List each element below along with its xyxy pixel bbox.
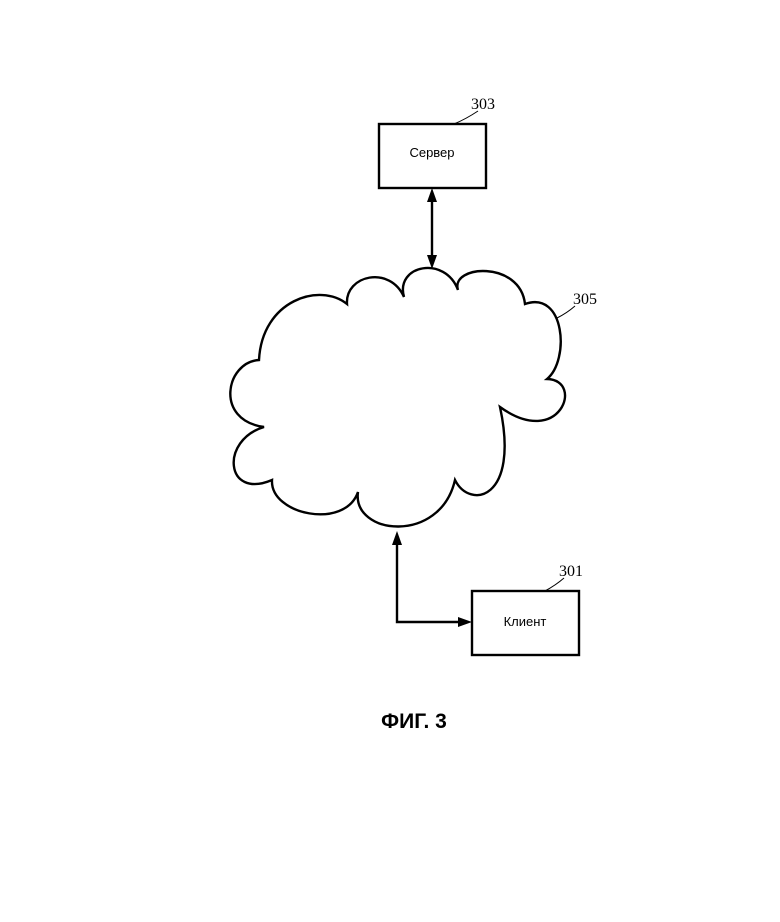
client-node: Клиент bbox=[472, 591, 579, 655]
figure-caption: ФИГ. 3 bbox=[381, 710, 447, 733]
server-network-link bbox=[427, 188, 437, 269]
cloud-outline bbox=[230, 268, 565, 527]
network-cloud bbox=[230, 268, 565, 527]
arrowhead-up bbox=[427, 188, 437, 202]
server-reference: 303 bbox=[454, 96, 495, 124]
network-client-line bbox=[397, 543, 460, 622]
arrowhead-right-client bbox=[458, 617, 472, 627]
network-reference: 305 bbox=[557, 291, 597, 318]
arrowhead-up-network bbox=[392, 531, 402, 545]
network-ref-number: 305 bbox=[573, 291, 597, 308]
server-node: Сервер bbox=[379, 124, 486, 188]
server-label: Сервер bbox=[409, 145, 454, 160]
client-reference: 301 bbox=[545, 563, 583, 591]
client-ref-number: 301 bbox=[559, 563, 583, 580]
network-client-link bbox=[392, 531, 472, 627]
client-label: Клиент bbox=[504, 614, 547, 629]
server-ref-number: 303 bbox=[471, 96, 495, 113]
